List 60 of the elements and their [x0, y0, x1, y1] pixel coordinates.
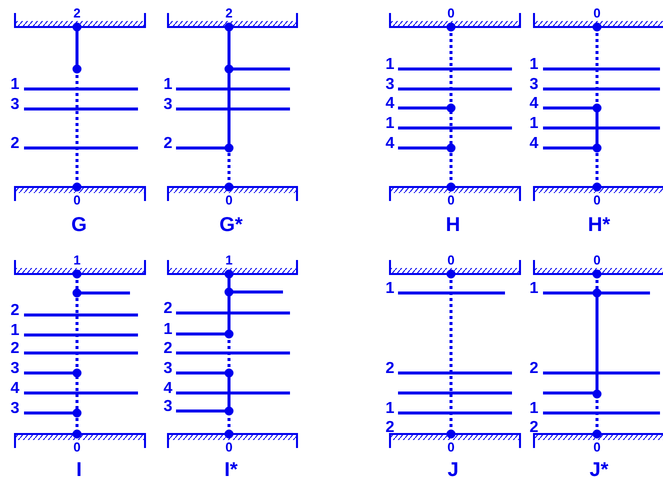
- level-number: 1: [386, 57, 394, 73]
- level-number: 2: [386, 361, 394, 377]
- level-number: 3: [164, 399, 172, 415]
- panel-title: J: [447, 460, 459, 480]
- level-number: 3: [164, 97, 172, 113]
- level-number: 1: [530, 116, 538, 132]
- level-number: 1: [386, 116, 394, 132]
- level-number: 1: [10, 323, 20, 339]
- level-number: 2: [10, 136, 20, 152]
- level-number: 0: [593, 254, 601, 266]
- level-number: 3: [10, 401, 20, 417]
- level-number: 2: [10, 341, 20, 357]
- level-number: 4: [386, 136, 394, 152]
- level-number: 3: [386, 77, 394, 93]
- level-number: 0: [447, 194, 455, 206]
- level-number: 2: [164, 136, 172, 152]
- level-number: 1: [386, 401, 394, 417]
- level-number: 1: [164, 322, 172, 338]
- level-number: 0: [225, 440, 233, 454]
- level-number: 4: [530, 96, 538, 112]
- level-number: 0: [447, 440, 455, 454]
- panel-title: G: [71, 215, 87, 235]
- level-number: 2: [164, 341, 172, 357]
- level-number: 1: [225, 254, 233, 266]
- panel-title: I: [76, 460, 82, 480]
- level-number: 2: [530, 361, 538, 377]
- level-number: 4: [530, 136, 538, 152]
- level-number: 2: [10, 303, 20, 319]
- panel-title: H*: [588, 215, 610, 235]
- level-number: 2: [225, 6, 233, 20]
- level-number: 4: [386, 96, 394, 112]
- level-number: 0: [447, 254, 455, 266]
- level-number: 1: [530, 57, 538, 73]
- level-number: 0: [73, 194, 81, 206]
- level-number: 1: [386, 281, 394, 297]
- panel-title: J*: [590, 460, 608, 480]
- panel-title: H: [446, 215, 460, 235]
- level-number: 1: [530, 281, 538, 297]
- level-number: 0: [225, 194, 233, 206]
- level-number: 3: [164, 361, 172, 377]
- panel-title: G*: [219, 215, 243, 235]
- level-number: 0: [593, 6, 601, 20]
- level-number: 4: [164, 381, 172, 397]
- level-number: 2: [386, 420, 394, 436]
- level-number: 3: [10, 361, 20, 377]
- level-number: 4: [10, 381, 20, 397]
- panel-title: I*: [224, 460, 238, 480]
- level-number: 3: [10, 97, 20, 113]
- level-number: 3: [530, 77, 538, 93]
- level-number: 1: [530, 401, 538, 417]
- level-number: 0: [73, 440, 81, 454]
- level-number: 0: [593, 440, 601, 454]
- level-number: 1: [10, 77, 20, 93]
- level-number: 2: [73, 6, 81, 20]
- level-number: 0: [447, 6, 455, 20]
- level-number: 1: [164, 77, 172, 93]
- level-number: 2: [164, 301, 172, 317]
- level-number: 0: [593, 194, 601, 206]
- level-number: 2: [530, 420, 538, 436]
- level-number: 1: [73, 254, 81, 266]
